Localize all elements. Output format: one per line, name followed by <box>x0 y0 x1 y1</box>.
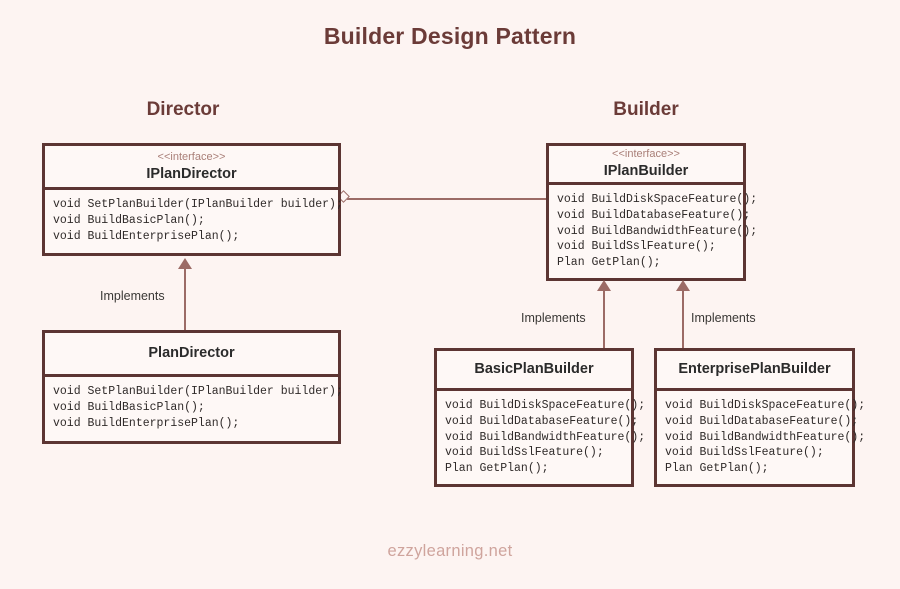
class-member: void BuildDatabaseFeature(); <box>557 208 751 222</box>
class-box-enterpriseplanbuilder[interactable]: EnterprisePlanBuilder void BuildDiskSpac… <box>654 348 866 487</box>
inheritance-arrow-icon <box>676 280 690 291</box>
class-member: void SetPlanBuilder(IPlanBuilder builder… <box>53 198 343 211</box>
class-name: IPlanDirector <box>146 165 237 182</box>
class-members-basicplanbuilder: void BuildDiskSpaceFeature(); void Build… <box>434 391 646 487</box>
edge-label-implements-basicplanbuilder: Implements <box>521 311 586 325</box>
class-member: void BuildSslFeature(); <box>665 446 824 460</box>
class-member: void BuildBandwidthFeature(); <box>557 224 758 238</box>
class-name: EnterprisePlanBuilder <box>678 361 831 377</box>
edge-label-implements-enterpriseplanbuilder: Implements <box>691 311 756 325</box>
class-box-plandirector[interactable]: PlanDirector void SetPlanBuilder(IPlanBu… <box>42 330 343 444</box>
class-name: IPlanBuilder <box>603 163 689 179</box>
class-header-enterpriseplanbuilder: EnterprisePlanBuilder <box>654 348 855 391</box>
footer-watermark: ezzylearning.net <box>387 542 513 560</box>
class-header-basicplanbuilder: BasicPlanBuilder <box>434 348 634 391</box>
class-members-plandirector: void SetPlanBuilder(IPlanBuilder builder… <box>42 377 343 444</box>
class-member: void BuildBandwidthFeature(); <box>445 430 646 444</box>
class-member: void BuildBasicPlan(); <box>53 400 205 414</box>
class-member: void BuildDiskSpaceFeature(); <box>445 399 646 412</box>
class-member: Plan GetPlan(); <box>557 256 661 270</box>
class-members-iplandirector: void SetPlanBuilder(IPlanBuilder builder… <box>42 190 343 256</box>
class-header-plandirector: PlanDirector <box>42 330 341 377</box>
class-member: void BuildDatabaseFeature(); <box>445 414 639 428</box>
class-member: void BuildEnterprisePlan(); <box>53 229 240 243</box>
class-member: void BuildEnterprisePlan(); <box>53 416 240 430</box>
inheritance-line-enterpriseplanbuilder <box>682 290 684 348</box>
class-box-iplandirector[interactable]: <<interface>> IPlanDirector void SetPlan… <box>42 143 343 256</box>
inheritance-arrow-icon <box>178 258 192 269</box>
class-member: Plan GetPlan(); <box>665 462 769 476</box>
edge-label-implements-plandirector: Implements <box>100 289 165 303</box>
class-member: void BuildBasicPlan(); <box>53 213 205 227</box>
class-member: void BuildBandwidthFeature(); <box>665 430 866 444</box>
class-member: void BuildDiskSpaceFeature(); <box>665 399 866 412</box>
inheritance-line-plandirector <box>184 268 186 330</box>
class-member: void BuildSslFeature(); <box>557 240 716 254</box>
page-title: Builder Design Pattern <box>323 23 577 49</box>
class-header-iplanbuilder: <<interface>> IPlanBuilder <box>546 143 746 185</box>
class-name: PlanDirector <box>148 345 235 361</box>
class-name: BasicPlanBuilder <box>474 361 594 377</box>
class-members-iplanbuilder: void BuildDiskSpaceFeature(); void Build… <box>546 185 758 281</box>
class-members-enterpriseplanbuilder: void BuildDiskSpaceFeature(); void Build… <box>654 391 866 487</box>
section-heading-director: Director <box>146 99 220 120</box>
class-box-iplanbuilder[interactable]: <<interface>> IPlanBuilder void BuildDis… <box>546 143 758 281</box>
section-heading-builder: Builder <box>613 99 679 120</box>
class-stereotype: <<interface>> <box>612 148 680 160</box>
class-box-basicplanbuilder[interactable]: BasicPlanBuilder void BuildDiskSpaceFeat… <box>434 348 646 487</box>
class-member: void BuildDatabaseFeature(); <box>665 414 859 428</box>
class-member: void BuildDiskSpaceFeature(); <box>557 193 758 206</box>
inheritance-arrow-icon <box>597 280 611 291</box>
class-header-iplandirector: <<interface>> IPlanDirector <box>42 143 341 190</box>
association-line-director-builder <box>347 198 546 200</box>
inheritance-line-basicplanbuilder <box>603 290 605 348</box>
class-member: void SetPlanBuilder(IPlanBuilder builder… <box>53 385 343 398</box>
class-member: void BuildSslFeature(); <box>445 446 604 460</box>
class-member: Plan GetPlan(); <box>445 462 549 476</box>
class-stereotype: <<interface>> <box>157 150 226 163</box>
